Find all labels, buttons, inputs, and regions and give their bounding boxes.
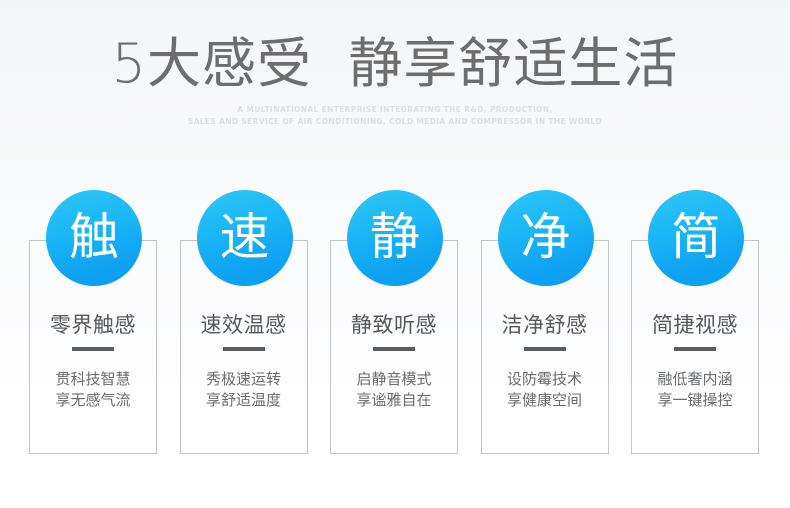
page-title: 5大感受 静享舒适生活: [111, 32, 679, 95]
card-divider: [523, 347, 566, 351]
card-content: 洁净舒感 设防霉技术 享健康空间: [481, 240, 609, 454]
badge-circle-icon: 速: [196, 190, 293, 286]
card-content: 简捷视感 融低奢内涵 享一键操控: [631, 240, 759, 454]
card-description-line-2: 享无感气流: [55, 391, 131, 409]
badge-circle-icon: 触: [46, 190, 142, 286]
badge-circle-icon: 净: [497, 190, 594, 286]
card-divider: [373, 347, 415, 351]
card-description-line-2: 享谧雅自在: [356, 391, 432, 409]
card-content: 静致听感 启静音模式 享谧雅自在: [330, 240, 458, 454]
feature-card-5[interactable]: 简 简捷视感 融低奢内涵 享一键操控: [631, 190, 761, 460]
badge-character: 静: [370, 208, 420, 266]
card-description-line-1: 融低奢内涵: [657, 370, 733, 388]
card-title: 零界触感: [50, 313, 136, 337]
feature-card-1[interactable]: 触 零界触感 贯科技智慧 享无感气流: [29, 190, 159, 460]
card-content: 速效温感 秀极速运转 享舒适温度: [180, 240, 308, 454]
card-description-line-1: 设防霉技术: [506, 370, 582, 388]
card-description-line-2: 享健康空间: [506, 391, 582, 409]
badge-character: 简: [671, 208, 721, 266]
card-title: 简捷视感: [652, 313, 738, 337]
badge-character: 净: [520, 208, 571, 266]
page-subtitle: A MULTINATIONAL ENTERPRISE INTEGRATING T…: [0, 104, 790, 128]
feature-card-list: 触 零界触感 贯科技智慧 享无感气流 速 速效温感 秀极速运转 享舒适温度: [29, 190, 761, 460]
feature-card-3[interactable]: 静 静致听感 启静音模式 享谧雅自在: [330, 190, 460, 460]
subtitle-line-1: A MULTINATIONAL ENTERPRISE INTEGRATING T…: [237, 105, 553, 114]
card-divider: [222, 347, 265, 351]
card-divider: [72, 347, 114, 351]
feature-card-4[interactable]: 净 洁净舒感 设防霉技术 享健康空间: [480, 190, 611, 460]
feature-card-2[interactable]: 速 速效温感 秀极速运转 享舒适温度: [179, 190, 310, 460]
card-divider: [674, 347, 716, 351]
badge-circle-icon: 静: [347, 190, 443, 286]
card-title: 速效温感: [200, 313, 287, 337]
card-content: 零界触感 贯科技智慧 享无感气流: [29, 240, 157, 454]
card-title: 洁净舒感: [501, 313, 588, 337]
card-title: 静致听感: [351, 313, 437, 337]
card-description-line-2: 享一键操控: [657, 391, 733, 409]
card-description-line-2: 享舒适温度: [205, 391, 281, 409]
page-header: 5大感受 静享舒适生活 A MULTINATIONAL ENTERPRISE I…: [0, 34, 790, 128]
badge-character: 速: [219, 208, 270, 266]
card-description-line-1: 启静音模式: [356, 370, 432, 388]
card-description-line-1: 贯科技智慧: [55, 370, 131, 388]
subtitle-line-2: SALES AND SERVICE OF AIR CONDITIONING, C…: [187, 117, 603, 126]
badge-character: 触: [69, 208, 119, 266]
badge-circle-icon: 简: [648, 190, 744, 286]
card-description-line-1: 秀极速运转: [205, 370, 281, 388]
